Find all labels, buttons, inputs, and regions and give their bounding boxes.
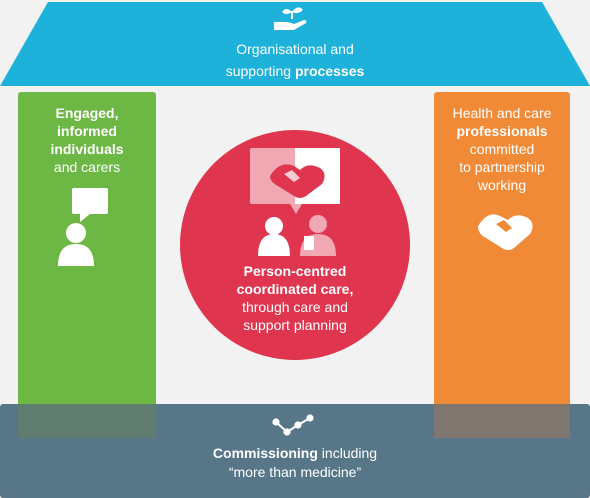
base-label: Commissioning including “more than medic… [120,444,470,482]
left-pillar-normal: and carers [53,159,121,175]
center-bold-2: coordinated care, [236,281,354,297]
roof-line-2-prefix: supporting [225,63,295,79]
right-pillar-line-5: working [477,177,527,193]
left-pillar-bold-2: informed [57,123,117,139]
base-line-1-bold: Commissioning [212,445,318,461]
center-circle [180,130,410,360]
left-pillar-bold-1: Engaged, [55,105,119,121]
right-pillar-line-3: committed [469,141,535,157]
roof-line-2-bold: processes [295,63,365,79]
hand-with-plant-icon [274,7,307,30]
handshake-speech-bubble-icon [250,148,340,214]
left-pillar-overlap [18,404,156,438]
right-pillar-label: Health and care professionals committed … [436,104,568,194]
right-pillar-line-1: Health and care [452,105,552,121]
roof-line-2: supporting processes [120,60,470,82]
left-pillar-bold-3: individuals [50,141,124,157]
network-nodes-icon [272,414,314,436]
right-pillar-shape [434,92,570,438]
base-line-2: “more than medicine” [228,464,362,480]
roof-shape [0,2,590,86]
center-bold-1: Person-centred [243,263,347,279]
roof-label: Organisational and supporting processes [120,38,470,82]
center-normal-1: through care and [242,299,348,315]
right-pillar-line-4: to partnership [459,159,545,175]
speech-bubble-icon [72,188,108,222]
base-line-1-rest: including [317,445,378,461]
handshake-icon [478,214,533,250]
right-pillar-bold: professionals [456,123,548,139]
right-pillar-overlap [434,404,570,438]
center-normal-2: support planning [243,317,347,333]
base-line-1: Commissioning including [120,444,470,463]
two-people-icon [258,215,336,256]
left-pillar-label: Engaged, informed individuals and carers [20,104,154,176]
person-icon [58,223,94,266]
center-label: Person-centred coordinated care, through… [205,262,385,334]
roof-line-1: Organisational and [236,41,354,57]
